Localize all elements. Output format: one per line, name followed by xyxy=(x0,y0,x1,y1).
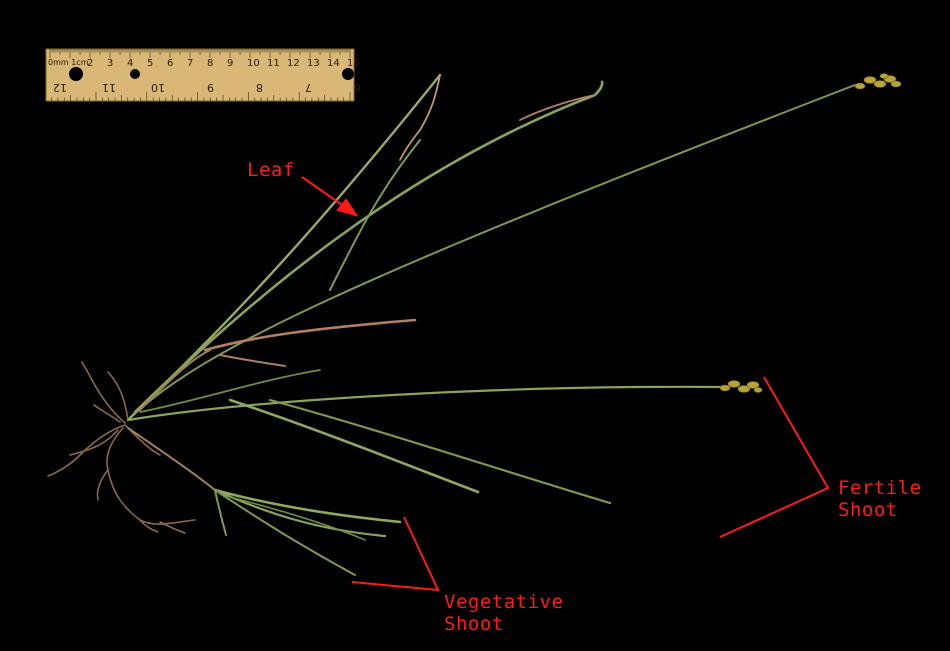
ruler-start-label: 0mm 1cm xyxy=(48,58,89,67)
ruler-inch-number: 10 xyxy=(151,81,165,94)
ruler-cm-number: 11 xyxy=(267,58,280,69)
ruler-inch-number: 9 xyxy=(207,81,214,94)
ruler-cm-number: 2 xyxy=(87,58,93,69)
fertile-shoot-bracket xyxy=(719,376,830,538)
annotation-pointers xyxy=(301,176,830,592)
ruler-cm-number: 4 xyxy=(127,58,133,69)
ruler-cm-number: 7 xyxy=(187,58,193,69)
fertile-shoot-label: Fertile Shoot xyxy=(838,477,922,521)
ruler-inch-number: 11 xyxy=(102,81,116,94)
vegetative-shoot-bracket xyxy=(351,516,440,592)
ruler: 0mm 1cm 2 3 4 5 6 7 8 9 10 11 12 13 14 15 12 11 10 9 8 7 6 xyxy=(45,48,361,102)
ruler-cm-number: 8 xyxy=(207,58,213,69)
ruler-cm-number: 9 xyxy=(227,58,233,69)
ruler-cm-number: 14 xyxy=(327,58,340,69)
vegetative-shoot-label-line2: Shoot xyxy=(444,613,504,635)
ruler-hole xyxy=(130,69,140,79)
fertile-spike-lower xyxy=(719,380,763,393)
ruler-ticks xyxy=(49,49,351,101)
leaf-arrowhead xyxy=(336,198,359,217)
ruler-inch-number: 6 xyxy=(354,81,361,94)
ruler-cm-number: 15 xyxy=(347,58,360,69)
leaves-and-culms xyxy=(126,73,856,576)
vegetative-shoot-label: Vegetative Shoot xyxy=(444,591,563,635)
vegetative-shoot-label-line1: Vegetative xyxy=(444,591,564,613)
fertile-spike-upper xyxy=(854,73,902,90)
ruler-cm-number: 5 xyxy=(147,58,153,69)
fertile-shoot-label-line2: Shoot xyxy=(838,499,898,521)
ruler-cm-number: 12 xyxy=(287,58,300,69)
ruler-cm-number: 13 xyxy=(307,58,320,69)
ruler-inch-number: 8 xyxy=(256,81,263,94)
ruler-cm-number: 10 xyxy=(247,58,260,69)
roots xyxy=(47,361,196,534)
leaf-arrow xyxy=(301,176,346,208)
ruler-cm-number: 6 xyxy=(167,58,173,69)
leaf-label: Leaf xyxy=(247,159,295,181)
ruler-cm-numbers: 2 3 4 5 6 7 8 9 10 11 12 13 14 15 xyxy=(87,58,360,69)
ruler-cm-number: 3 xyxy=(107,58,113,69)
ruler-inch-numbers: 12 11 10 9 8 7 6 xyxy=(53,81,361,94)
ruler-inch-number: 7 xyxy=(305,81,312,94)
ruler-inch-number: 12 xyxy=(53,81,67,94)
ruler-hole xyxy=(342,68,354,80)
ruler-hole xyxy=(69,67,83,81)
fertile-shoot-label-line1: Fertile xyxy=(838,477,922,499)
